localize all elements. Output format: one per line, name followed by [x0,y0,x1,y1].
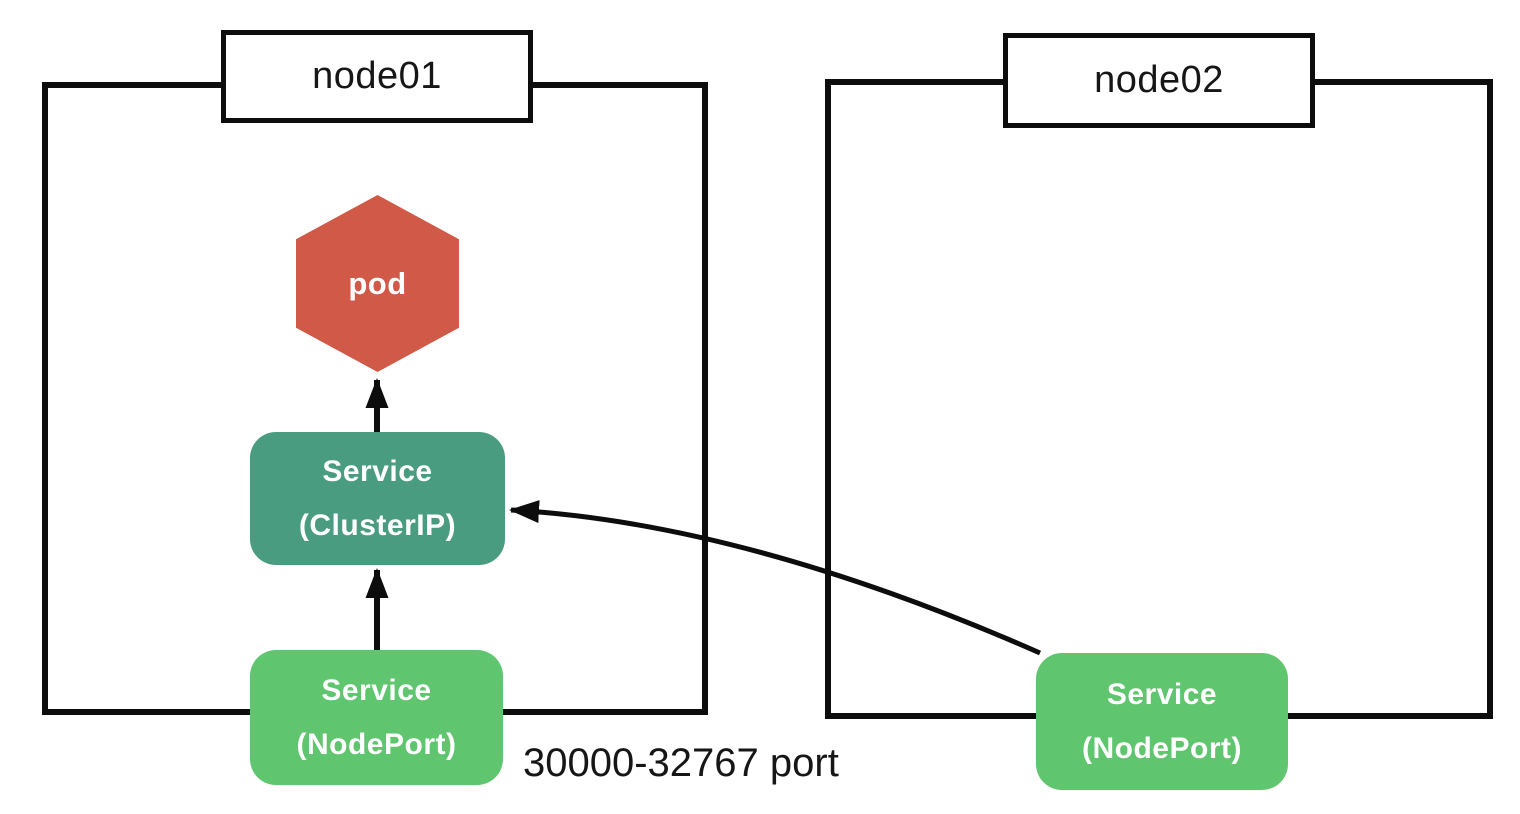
nodeport-range-label: 30000-32767 port [523,741,839,785]
service-nodeport-node01-label-line1: Service [321,673,432,707]
node01-title-box: node01 [221,30,533,123]
service-nodeport-node02-label-line1: Service [1106,677,1218,711]
service-clusterip-label-line2: (ClusterIP) [298,508,457,542]
node02-title: node02 [1094,59,1224,101]
service-nodeport-node02-label-line2: (NodePort) [1082,731,1242,765]
service-nodeport-node02-box: Service (NodePort) [1036,653,1288,790]
service-clusterip-box: Service (ClusterIP) [250,432,505,565]
service-nodeport-node01-label-line2: (NodePort) [296,727,457,761]
service-clusterip-label-line1: Service [322,454,433,488]
arrow-node02-nodeport-to-clusterip [509,500,1042,656]
node02-boundary [825,79,1493,719]
node02-title-box: node02 [1003,33,1315,128]
service-nodeport-node01-box: Service (NodePort) [250,650,503,785]
node01-title: node01 [312,55,442,97]
pod-label: pod [348,265,407,301]
